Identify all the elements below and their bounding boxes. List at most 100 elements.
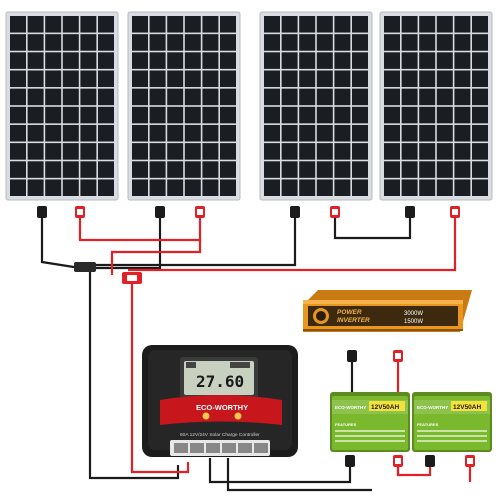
panel-cell xyxy=(167,70,184,88)
panel-cell xyxy=(202,124,219,142)
solar-panel-4 xyxy=(379,11,493,201)
panel-cell xyxy=(281,143,298,160)
panel-cell xyxy=(401,16,418,33)
panel-cell xyxy=(167,34,184,51)
panel-cell xyxy=(334,179,351,196)
panel-cell xyxy=(220,70,236,88)
panel-cell xyxy=(167,143,184,160)
panel-cell xyxy=(436,34,453,51)
panel-cell xyxy=(80,52,97,69)
panel-cell xyxy=(384,88,400,106)
panel-cell xyxy=(401,70,418,88)
controller-terminal-block xyxy=(170,440,270,456)
panel-cell xyxy=(384,143,400,160)
power-inverter: POWER INVERTER 3000W 1500W xyxy=(303,290,472,332)
panel-cell xyxy=(299,52,316,69)
panel-cell xyxy=(220,124,236,142)
panel-cell xyxy=(352,106,368,124)
panel-cell xyxy=(45,34,62,51)
panel-cell xyxy=(316,106,333,124)
controller-lcd-display: 27.60 xyxy=(180,357,258,399)
connectors xyxy=(37,206,475,467)
panel-cell xyxy=(264,161,280,178)
panel-cell xyxy=(384,70,400,88)
panel-cell xyxy=(352,88,368,106)
battery-2-features: FEATURES xyxy=(417,422,439,427)
panel-cell xyxy=(220,179,236,196)
panel-cell xyxy=(202,106,219,124)
panel-cell xyxy=(472,106,488,124)
panel-cell xyxy=(80,179,97,196)
panel-cell xyxy=(149,16,166,33)
panel-cell xyxy=(45,52,62,69)
panel-cell xyxy=(334,161,351,178)
panel-cell xyxy=(334,124,351,142)
panel-cell xyxy=(264,88,280,106)
panel-cell xyxy=(352,124,368,142)
panel-cell xyxy=(472,34,488,51)
panel-cell xyxy=(419,34,436,51)
panel-cell xyxy=(184,70,201,88)
panel-cell xyxy=(27,16,44,33)
panel-cell xyxy=(27,179,44,196)
solar-panels xyxy=(5,11,493,201)
solar-panel-1 xyxy=(5,11,119,201)
panel-cell xyxy=(299,124,316,142)
panel-cell xyxy=(281,88,298,106)
panel-cell xyxy=(334,70,351,88)
panel-cell xyxy=(220,52,236,69)
inverter-rating-line2: 1500W xyxy=(404,319,423,325)
panel-cell xyxy=(436,143,453,160)
panel-cell xyxy=(454,161,471,178)
panel-cell xyxy=(62,16,79,33)
panel-cell xyxy=(27,70,44,88)
panel-cell xyxy=(316,70,333,88)
panel-cell xyxy=(419,52,436,69)
panel-cell xyxy=(149,70,166,88)
battery-1-rating: 12V50AH xyxy=(371,404,399,411)
panel-cell xyxy=(436,88,453,106)
panel-cell xyxy=(419,106,436,124)
panel-cell xyxy=(264,179,280,196)
panel-cell xyxy=(436,52,453,69)
panel-cell xyxy=(98,70,114,88)
panel-cell xyxy=(472,161,488,178)
panel-cell xyxy=(384,106,400,124)
connector-black xyxy=(155,206,165,218)
panel-cell xyxy=(220,161,236,178)
panel-cell xyxy=(202,70,219,88)
panel-cell xyxy=(454,70,471,88)
panel-cell xyxy=(419,16,436,33)
panel-cell xyxy=(80,106,97,124)
panel-cell xyxy=(299,106,316,124)
panel-cell xyxy=(384,52,400,69)
panel-cell xyxy=(149,124,166,142)
panel-cell xyxy=(149,161,166,178)
panel-cell xyxy=(132,106,148,124)
panel-cell xyxy=(62,124,79,142)
panel-cell xyxy=(384,124,400,142)
panel-cell xyxy=(264,52,280,69)
panel-cell xyxy=(132,143,148,160)
inverter-rating-line1: 3000W xyxy=(404,311,423,317)
panel-cell xyxy=(62,34,79,51)
panel-cell xyxy=(132,124,148,142)
panel-cell xyxy=(384,161,400,178)
solar-panel-3 xyxy=(259,11,373,201)
panel-cell xyxy=(132,161,148,178)
panel-cell xyxy=(80,124,97,142)
connector-black xyxy=(290,206,300,218)
connector-red xyxy=(195,206,205,218)
panel-cell xyxy=(184,106,201,124)
panel-cell xyxy=(202,143,219,160)
panel-cell xyxy=(401,88,418,106)
panel-cell xyxy=(352,161,368,178)
battery-cable-ends xyxy=(345,455,475,467)
panel-cell xyxy=(167,52,184,69)
panel-cell xyxy=(149,106,166,124)
panel-cell xyxy=(167,179,184,196)
panel-cell xyxy=(316,124,333,142)
panel-cell xyxy=(436,161,453,178)
panel-cell xyxy=(472,88,488,106)
panel-cell xyxy=(62,88,79,106)
